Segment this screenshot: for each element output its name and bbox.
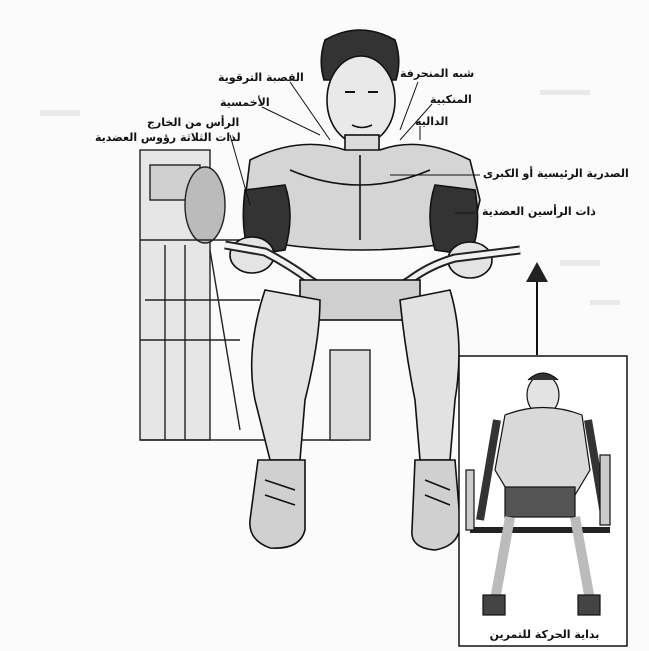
label-pentagon: الأخمسية xyxy=(220,96,270,109)
label-triceps-line2: لذات الثلاثة رؤوس العضدية xyxy=(95,131,241,144)
label-triceps-line1: الرأس من الخارج xyxy=(147,116,239,129)
label-shoulder: المنكبية xyxy=(430,93,472,106)
inset-caption: بداية الحركة للتمرين xyxy=(462,628,627,641)
label-clavicle: القصبة الترقوية xyxy=(218,71,304,84)
label-biceps: ذات الرأسين العضدية xyxy=(482,205,596,218)
label-deltoid: الدالية xyxy=(415,115,448,128)
label-pectoral: الصدرية الرئيسية أو الكبرى xyxy=(483,167,629,180)
label-trapezius: شبه المنحرفة xyxy=(400,67,474,80)
arrow-up-icon xyxy=(526,262,548,355)
